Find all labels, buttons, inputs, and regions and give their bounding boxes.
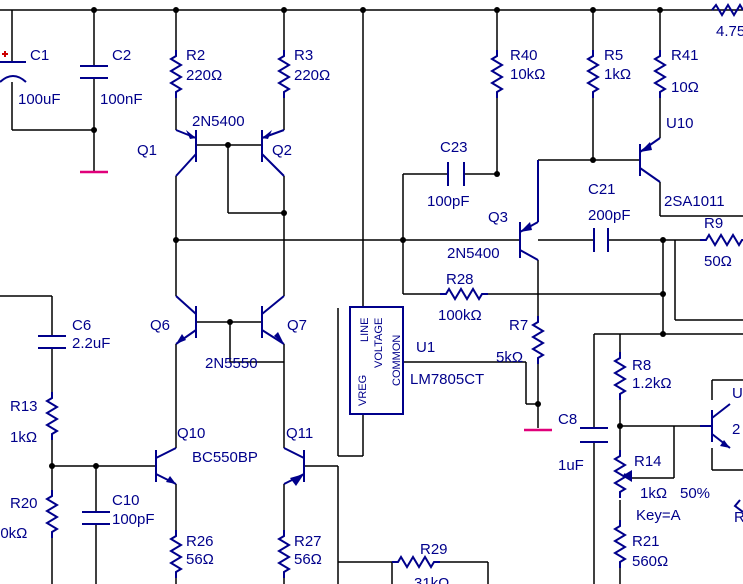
label-q6-ref: Q6 bbox=[150, 317, 170, 334]
label-r2-value: 220Ω bbox=[186, 67, 222, 84]
label-r21-value: 560Ω bbox=[632, 553, 668, 570]
label-top-right-value: 4.75 bbox=[716, 23, 743, 40]
label-c23-value: 100pF bbox=[427, 193, 470, 210]
label-r21-ref: R21 bbox=[632, 533, 660, 550]
label-u1-ref: U1 bbox=[416, 339, 435, 356]
label-r-right-edge: R bbox=[734, 509, 743, 526]
label-r29-value: 31kΩ bbox=[414, 575, 449, 584]
label-r5-ref: R5 bbox=[604, 47, 623, 64]
label-r3-value: 220Ω bbox=[294, 67, 330, 84]
label-r14-setting: 50% bbox=[680, 485, 710, 502]
label-c2-ref: C2 bbox=[112, 47, 131, 64]
label-c8-value: 1uF bbox=[558, 457, 584, 474]
label-r8-ref: R8 bbox=[632, 357, 651, 374]
label-c21-ref: C21 bbox=[588, 181, 616, 198]
label-q1-ref: Q1 bbox=[137, 142, 157, 159]
label-r14-key: Key=A bbox=[636, 507, 681, 524]
label-r29-ref: R29 bbox=[420, 541, 448, 558]
label-c6-value: 2.2uF bbox=[72, 335, 110, 352]
label-r9-ref: R9 bbox=[704, 215, 723, 232]
label-c2-value: 100nF bbox=[100, 91, 143, 108]
label-r5-value: 1kΩ bbox=[604, 66, 631, 83]
label-r7-ref: R7 bbox=[509, 317, 528, 334]
label-2sa1011: 2SA1011 bbox=[664, 193, 725, 210]
label-r14-value: 1kΩ bbox=[640, 485, 667, 502]
component-symbols bbox=[0, 3, 743, 579]
label-q11-ref: Q11 bbox=[286, 425, 313, 442]
label-q10-part: BC550BP bbox=[192, 449, 258, 466]
label-u-right: U bbox=[732, 385, 743, 402]
label-c10-value: 100pF bbox=[112, 511, 155, 528]
label-r40-value: 10kΩ bbox=[510, 66, 545, 83]
label-r20-value: 30kΩ bbox=[0, 525, 27, 542]
label-q7-ref: Q7 bbox=[287, 317, 307, 334]
label-c8-ref: C8 bbox=[558, 411, 577, 428]
label-r28-value: 100kΩ bbox=[438, 307, 482, 324]
label-r9-value: 50Ω bbox=[704, 253, 732, 270]
label-r8-value: 1.2kΩ bbox=[632, 375, 672, 392]
label-r3-ref: R3 bbox=[294, 47, 313, 64]
label-r14-ref: R14 bbox=[634, 453, 662, 470]
label-c10-ref: C10 bbox=[112, 492, 140, 509]
label-c1-ref: C1 bbox=[30, 47, 49, 64]
label-r2-ref: R2 bbox=[186, 47, 205, 64]
label-r28-ref: R28 bbox=[446, 271, 474, 288]
label-u10-ref: U10 bbox=[666, 115, 694, 132]
label-r27-value: 56Ω bbox=[294, 551, 322, 568]
label-r13-value: 1kΩ bbox=[10, 429, 37, 446]
label-r13-ref: R13 bbox=[10, 398, 38, 415]
label-r41-ref: R41 bbox=[671, 47, 699, 64]
label-q3-part: 2N5400 bbox=[447, 245, 500, 262]
label-c6-ref: C6 bbox=[72, 317, 91, 334]
label-r40-ref: R40 bbox=[510, 47, 538, 64]
label-r41-value: 10Ω bbox=[671, 79, 699, 96]
label-u1-voltage: VOLTAGE bbox=[373, 318, 385, 368]
label-q10-ref: Q10 bbox=[177, 425, 205, 442]
label-q12-part: 2N5400 bbox=[192, 113, 245, 130]
label-r7-value: 5kΩ bbox=[496, 349, 523, 366]
label-q67-part: 2N5550 bbox=[205, 355, 258, 372]
label-r26-ref: R26 bbox=[186, 533, 214, 550]
label-r27-ref: R27 bbox=[294, 533, 322, 550]
label-u1-common: COMMON bbox=[391, 335, 403, 386]
label-c23-ref: C23 bbox=[440, 139, 468, 156]
label-r20-ref: R20 bbox=[10, 495, 38, 512]
label-u-right-suffix: 2 bbox=[732, 421, 740, 438]
label-u1-vreg: VREG bbox=[357, 375, 369, 406]
label-u1-line: LINE bbox=[359, 318, 371, 342]
label-q3-ref: Q3 bbox=[488, 209, 508, 226]
label-q2-ref: Q2 bbox=[272, 142, 292, 159]
wires bbox=[0, 7, 743, 584]
label-r26-value: 56Ω bbox=[186, 551, 214, 568]
label-u1-part: LM7805CT bbox=[410, 371, 484, 388]
label-c21-value: 200pF bbox=[588, 207, 631, 224]
component-labels: C1 100uF C2 100nF R2 220Ω R3 220Ω 2N5400… bbox=[0, 23, 743, 584]
label-c1-value: 100uF bbox=[18, 91, 61, 108]
